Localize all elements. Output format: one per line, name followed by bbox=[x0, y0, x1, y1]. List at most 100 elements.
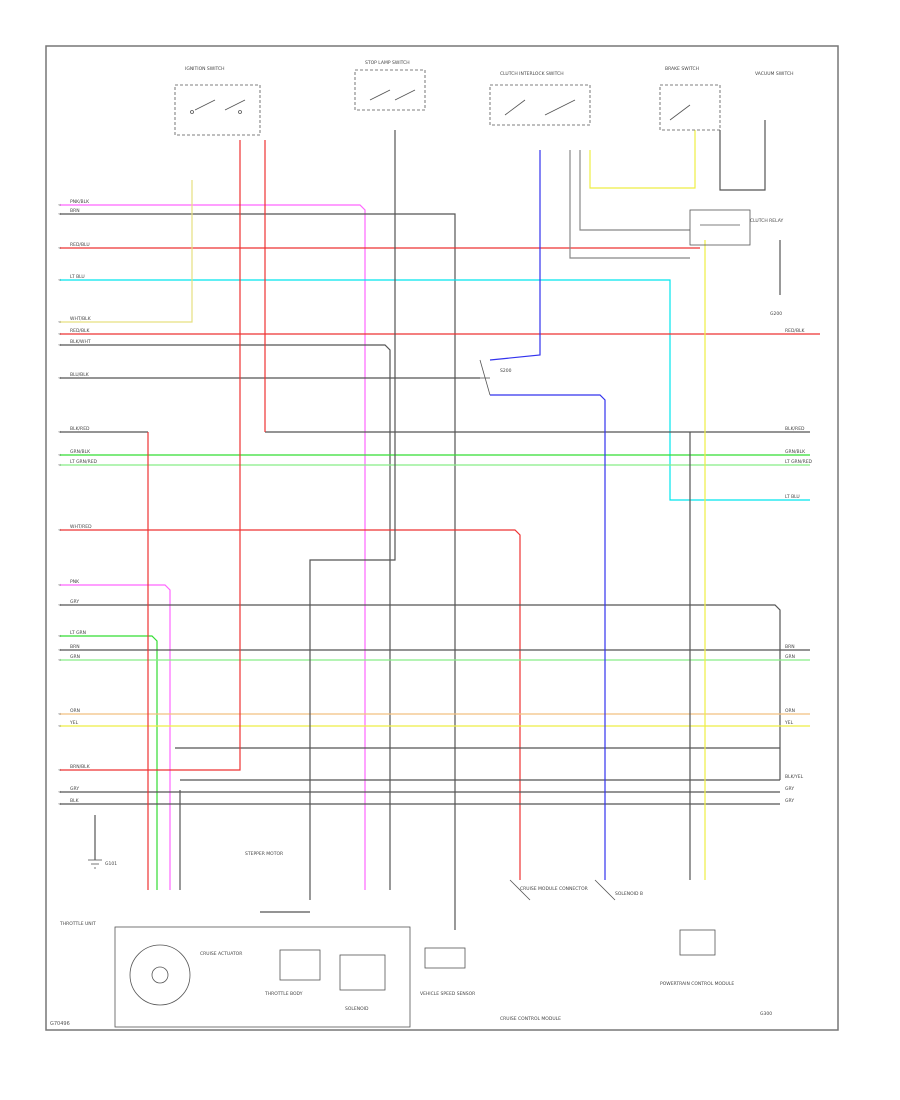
wire-label: BLK/WHT bbox=[70, 339, 91, 345]
vacuum-switch-label: VACUUM SWITCH bbox=[755, 71, 793, 77]
throttle-unit-box bbox=[114, 926, 411, 1028]
wire-end-marker: < bbox=[58, 724, 61, 728]
right-wire-label: LT BLU bbox=[785, 494, 800, 500]
wire-blu-lower bbox=[490, 394, 606, 880]
brake-switch-label: BRAKE SWITCH bbox=[665, 66, 699, 72]
wire-end-marker: < bbox=[58, 648, 61, 652]
ignition-switch bbox=[174, 84, 261, 136]
wire-end-marker: < bbox=[58, 528, 61, 532]
wire-group bbox=[60, 120, 820, 930]
right-wire-label: BRN bbox=[785, 644, 795, 650]
right-wire-label: BLK/YEL bbox=[785, 774, 804, 780]
wire-end-marker: < bbox=[58, 278, 61, 282]
wire-end-marker: < bbox=[58, 790, 61, 794]
solenoid-b-label: SOLENOID B bbox=[615, 891, 643, 897]
ignition-switch-label: IGNITION SWITCH bbox=[185, 66, 225, 72]
wire-end-marker: < bbox=[58, 658, 61, 662]
right-wire-label: BLK/RED bbox=[785, 426, 805, 432]
wire-label: WHT/BLK bbox=[70, 316, 92, 322]
module-connector-label: CRUISE MODULE CONNECTOR bbox=[520, 886, 588, 892]
wire-label: GRY bbox=[70, 599, 79, 605]
right-wire-label: ORN bbox=[785, 708, 795, 714]
wire-relay-feed bbox=[569, 150, 690, 259]
wire-label: BLU/BLK bbox=[70, 372, 90, 378]
actuator-label: CRUISE ACTUATOR bbox=[200, 951, 242, 957]
clutch-switch bbox=[489, 84, 591, 126]
pcm-connector bbox=[679, 929, 716, 956]
wire-label: GRY bbox=[70, 786, 79, 792]
wire-label: RED/BLU bbox=[70, 242, 90, 248]
wire-yel-top bbox=[589, 130, 696, 189]
wire-label: BRN/BLK bbox=[70, 764, 91, 770]
right-wire-label: GRY bbox=[785, 786, 794, 792]
wire-wht-red bbox=[60, 529, 521, 880]
ground-g1-label: G101 bbox=[105, 861, 117, 867]
wire-label: BLK bbox=[70, 798, 80, 804]
wire-label: LT BLU bbox=[70, 274, 85, 280]
brake-switch bbox=[659, 84, 721, 131]
wire-lt-grn bbox=[60, 635, 158, 890]
wire-label: WHT/RED bbox=[70, 524, 92, 530]
clutch-relay bbox=[689, 209, 751, 246]
wire-label: PNK/BLK bbox=[70, 199, 90, 205]
wire-label: ORN bbox=[70, 708, 80, 714]
wire-labels: PNK/BLK < BRN < RED/BLU < LT BLU < WHT/BLK < RED/B… bbox=[58, 199, 98, 806]
wire-end-marker: < bbox=[58, 768, 61, 772]
wire-relay-top bbox=[579, 150, 690, 231]
wire-label: BLK/RED bbox=[70, 426, 90, 432]
ground-g3-label: G300 bbox=[760, 1011, 772, 1017]
wire-end-marker: < bbox=[58, 463, 61, 467]
wire-end-marker: < bbox=[58, 583, 61, 587]
wire-pnk-blk bbox=[60, 204, 366, 890]
cruise-module-label: CRUISE CONTROL MODULE bbox=[500, 1016, 561, 1022]
stop-lamp-label: STOP LAMP SWITCH bbox=[365, 60, 410, 66]
splice-label: S200 bbox=[500, 368, 512, 374]
wire-brn-blk bbox=[60, 140, 241, 771]
module-connector bbox=[509, 879, 616, 901]
wire-end-marker: < bbox=[58, 332, 61, 336]
diagram-frame bbox=[45, 45, 839, 1031]
clutch-switch-label: CLUTCH INTERLOCK SWITCH bbox=[500, 71, 564, 77]
solenoid-label: SOLENOID bbox=[345, 1006, 369, 1012]
wire-end-marker: < bbox=[58, 343, 61, 347]
throttle-body-label: THROTTLE BODY bbox=[264, 991, 303, 997]
wire-wht-blk bbox=[60, 180, 193, 323]
stop-lamp-switch bbox=[354, 69, 426, 111]
wire-end-marker: < bbox=[58, 453, 61, 457]
wire-end-marker: < bbox=[58, 246, 61, 250]
wire-end-marker: < bbox=[58, 712, 61, 716]
wire-end-marker: < bbox=[58, 802, 61, 806]
right-wire-label: GRY bbox=[785, 798, 794, 804]
ground-g2: G200 bbox=[770, 311, 782, 317]
right-wire-label: YEL bbox=[784, 720, 794, 726]
wire-label: YEL bbox=[69, 720, 79, 726]
wire-end-marker: < bbox=[58, 634, 61, 638]
stepper-label: STEPPER MOTOR bbox=[245, 851, 283, 857]
clutch-relay-label: CLUTCH RELAY bbox=[750, 218, 783, 224]
pcm-label: POWERTRAIN CONTROL MODULE bbox=[660, 981, 734, 987]
wire-blu bbox=[489, 150, 541, 361]
wire-end-marker: < bbox=[58, 430, 61, 434]
wire-label: BRN bbox=[70, 644, 80, 650]
speed-sensor-label: VEHICLE SPEED SENSOR bbox=[420, 991, 475, 997]
throttle-unit-label: THROTTLE UNIT bbox=[59, 921, 96, 927]
wire-blk-wht bbox=[60, 344, 391, 890]
wire-brake bbox=[719, 120, 766, 191]
right-wire-label: LT GRN/RED bbox=[785, 459, 813, 465]
wire-lt-blu bbox=[60, 279, 810, 501]
wire-label: GRN bbox=[70, 654, 80, 660]
right-wire-label: RED/BLK bbox=[785, 328, 806, 334]
wire-pnk bbox=[60, 584, 171, 890]
wire-end-marker: < bbox=[58, 212, 61, 216]
wire-label: BRN bbox=[70, 208, 80, 214]
wire-label: RED/BLK bbox=[70, 328, 91, 334]
wire-label: PNK bbox=[70, 579, 80, 585]
wire-end-marker: < bbox=[58, 603, 61, 607]
splice-node bbox=[479, 359, 491, 396]
figure-id: G70496 bbox=[50, 1021, 70, 1027]
wire-gry bbox=[60, 604, 781, 780]
ground-symbol bbox=[88, 859, 102, 869]
wire-label: LT GRN/RED bbox=[70, 459, 98, 465]
